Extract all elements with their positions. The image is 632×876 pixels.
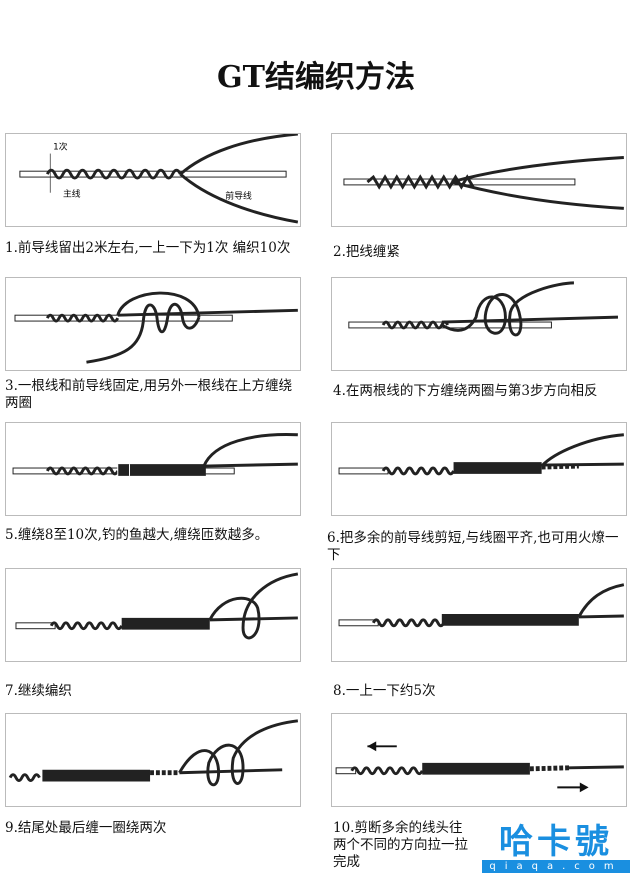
watermark-domain: qiaqa.com xyxy=(482,860,630,873)
step-2-diagram xyxy=(331,133,627,227)
step-7-caption: 7.继续编织 xyxy=(5,683,72,699)
step-3-caption: 3.一根线和前导线固定,用另外一根线在上方缠绕两圈 xyxy=(5,378,293,411)
arrow-right-icon xyxy=(557,782,589,793)
page-title: GT结编织方法 xyxy=(217,60,415,95)
watermark-logo: 哈卡號 qiaqa.com xyxy=(482,824,630,874)
step-6-diagram xyxy=(331,422,627,516)
step-10-diagram xyxy=(331,713,627,807)
step-8-caption: 8.一上一下约5次 xyxy=(333,683,436,699)
leader-line-label: 前导线 xyxy=(225,190,252,202)
step-4-caption: 4.在两根线的下方缠绕两圈与第3步方向相反 xyxy=(333,383,598,399)
step-1-caption: 1.前导线留出2米左右,一上一下为1次 编织10次 xyxy=(5,240,291,256)
step-5-diagram xyxy=(5,422,301,516)
step-3-diagram xyxy=(5,277,301,371)
step-1-diagram: 1次 主线 前导线 xyxy=(5,133,301,227)
step-9-diagram xyxy=(5,713,301,807)
step-5-caption: 5.缠绕8至10次,钓的鱼越大,缠绕匝数越多。 xyxy=(5,527,269,543)
step-7-diagram xyxy=(5,568,301,662)
watermark-logo-text: 哈卡號 xyxy=(499,822,613,862)
main-line-label: 主线 xyxy=(63,188,81,200)
arrow-left-icon xyxy=(367,741,397,752)
step-9-caption: 9.结尾处最后缠一圈绕两次 xyxy=(5,820,167,836)
step-10-caption: 10.剪断多余的线头往两个不同的方向拉一拉完成 xyxy=(333,820,468,870)
step-6-caption: 6.把多余的前导线剪短,与线圈平齐,也可用火燎一下 xyxy=(327,530,619,563)
step-4-diagram xyxy=(331,277,627,371)
step-8-diagram xyxy=(331,568,627,662)
step-2-caption: 2.把线缠紧 xyxy=(333,244,400,260)
count-label: 1次 xyxy=(53,141,68,153)
